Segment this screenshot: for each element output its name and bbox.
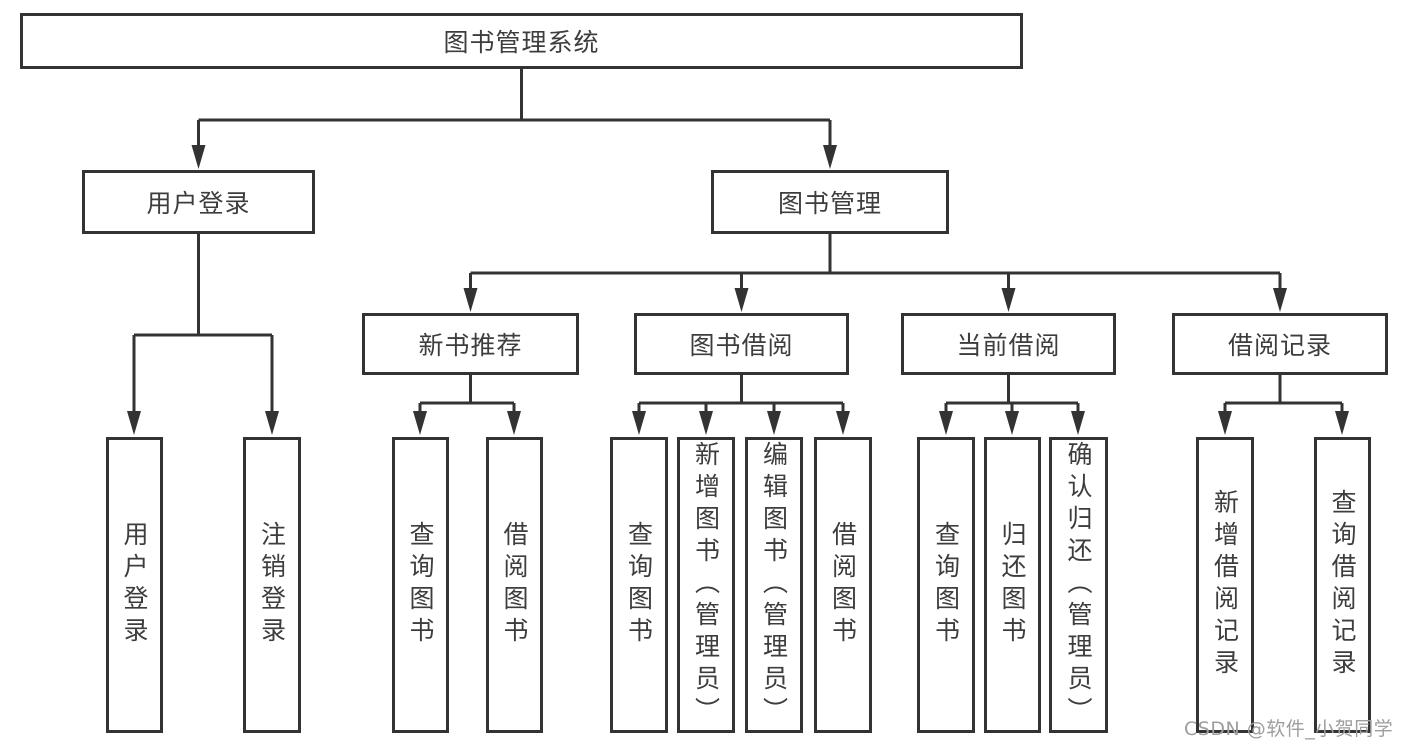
leaf-cb-confirm-return-admin: 确认归还（管理员）	[1049, 437, 1108, 733]
leaf-br-query-record: 查询借阅记录	[1314, 437, 1371, 733]
leaf-bb-edit-books-admin: 编辑图书（管理员）	[745, 437, 803, 733]
node-current-borrowing-label: 当前借阅	[956, 331, 1061, 360]
leaf-cb-query-books-label: 查询图书	[931, 521, 961, 649]
leaf-bb-add-books-admin-label: 新增图书（管理员）	[691, 441, 721, 729]
leaf-cb-confirm-return-admin-label: 确认归还（管理员）	[1064, 441, 1093, 729]
leaf-nb-query-books-label: 查询图书	[406, 521, 435, 649]
watermark: CSDN @软件_小贺同学	[1184, 718, 1394, 740]
leaf-user-login: 用户登录	[106, 437, 163, 733]
leaf-cb-return-books: 归还图书	[984, 437, 1041, 733]
node-borrowing-records-label: 借阅记录	[1227, 331, 1332, 360]
leaf-cb-query-books: 查询图书	[917, 437, 975, 733]
node-book-management: 图书管理	[711, 170, 949, 234]
node-new-book-recommend: 新书推荐	[362, 313, 579, 375]
node-borrowing-records: 借阅记录	[1172, 313, 1388, 375]
node-new-book-recommend-label: 新书推荐	[418, 331, 523, 360]
leaf-nb-query-books: 查询图书	[392, 437, 449, 733]
leaf-nb-borrow-books: 借阅图书	[486, 437, 543, 733]
leaf-logout-label: 注销登录	[257, 521, 287, 649]
leaf-bb-borrow-books-label: 借阅图书	[828, 521, 858, 649]
leaf-logout: 注销登录	[243, 437, 301, 733]
leaf-br-query-record-label: 查询借阅记录	[1328, 489, 1357, 681]
node-book-management-label: 图书管理	[777, 189, 882, 218]
node-book-borrowing: 图书借阅	[634, 313, 849, 375]
leaf-bb-query-books-label: 查询图书	[624, 521, 654, 649]
leaf-cb-return-books-label: 归还图书	[998, 521, 1027, 649]
leaf-nb-borrow-books-label: 借阅图书	[500, 521, 529, 649]
leaf-br-add-record-label: 新增借阅记录	[1210, 489, 1240, 681]
leaf-bb-borrow-books: 借阅图书	[814, 437, 872, 733]
node-user-login-label: 用户登录	[146, 189, 251, 218]
leaf-user-login-label: 用户登录	[120, 521, 149, 649]
node-user-login: 用户登录	[82, 170, 315, 234]
node-current-borrowing: 当前借阅	[901, 313, 1116, 375]
leaf-br-add-record: 新增借阅记录	[1196, 437, 1254, 733]
leaf-bb-edit-books-admin-label: 编辑图书（管理员）	[759, 441, 789, 729]
node-root-system: 图书管理系统	[20, 13, 1023, 69]
leaf-bb-query-books: 查询图书	[610, 437, 668, 733]
node-book-borrowing-label: 图书借阅	[689, 331, 794, 360]
node-root-label: 图书管理系统	[443, 28, 600, 57]
leaf-bb-add-books-admin: 新增图书（管理员）	[677, 437, 735, 733]
